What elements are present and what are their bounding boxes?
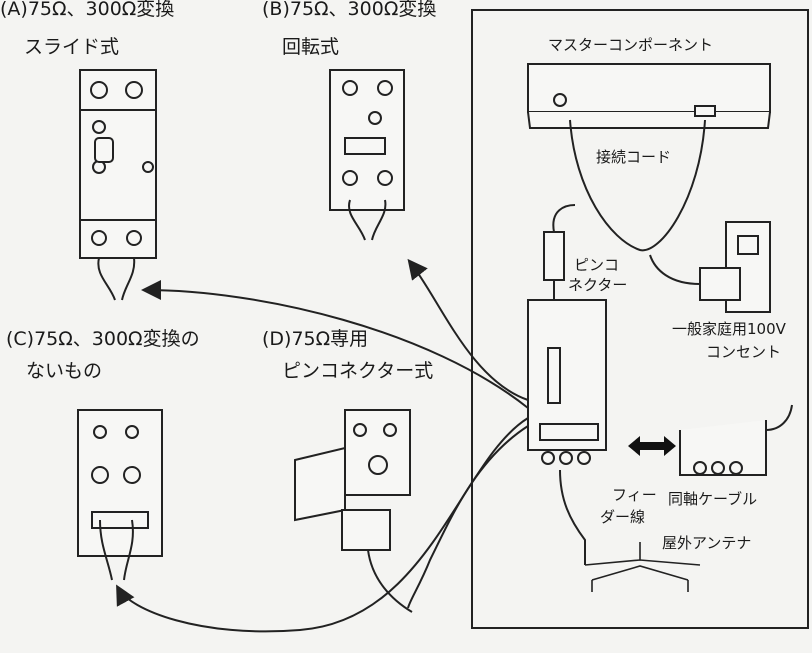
terminal-d-pin bbox=[294, 409, 413, 613]
label-outlet-2: コンセント bbox=[706, 343, 782, 361]
right-panel-frame bbox=[471, 9, 809, 629]
label-master: マスターコンポーネント bbox=[548, 36, 714, 54]
label-d-title: (D)75Ω専用 bbox=[262, 328, 369, 350]
wall-outlet bbox=[649, 221, 771, 313]
label-pin-1: ピンコ bbox=[574, 256, 620, 274]
label-cord: 接続コード bbox=[596, 148, 672, 166]
antenna-cables bbox=[116, 258, 529, 633]
terminal-b-rotary bbox=[329, 69, 405, 241]
label-b-sub: 回転式 bbox=[282, 36, 340, 58]
label-pin-2: ネクター bbox=[568, 276, 628, 294]
coax-terminal bbox=[679, 404, 793, 476]
connection-cord bbox=[569, 119, 706, 252]
booster-unit bbox=[527, 299, 607, 465]
label-d-sub: ピンコネクター式 bbox=[282, 360, 434, 382]
label-antenna: 屋外アンテナ bbox=[662, 534, 752, 552]
label-a-title: (A)75Ω、300Ω変換 bbox=[0, 0, 175, 20]
label-feeder-1: フィー bbox=[612, 486, 657, 504]
label-coax: 同軸ケーブル bbox=[668, 490, 758, 508]
outdoor-antenna bbox=[584, 542, 701, 592]
feeder-line bbox=[559, 469, 586, 565]
label-outlet-1: 一般家庭用100V bbox=[672, 320, 786, 338]
swap-arrow bbox=[628, 436, 676, 456]
terminal-c-plain bbox=[77, 409, 163, 581]
label-b-title: (B)75Ω、300Ω変換 bbox=[262, 0, 437, 20]
label-c-title: (C)75Ω、300Ω変換の bbox=[6, 328, 200, 350]
label-feeder-2: ダー線 bbox=[600, 508, 646, 526]
terminal-a-slide bbox=[79, 69, 157, 301]
label-c-sub: ないもの bbox=[26, 360, 103, 382]
label-a-sub: スライド式 bbox=[24, 36, 120, 58]
pin-connector bbox=[543, 204, 576, 300]
master-component bbox=[527, 63, 771, 129]
